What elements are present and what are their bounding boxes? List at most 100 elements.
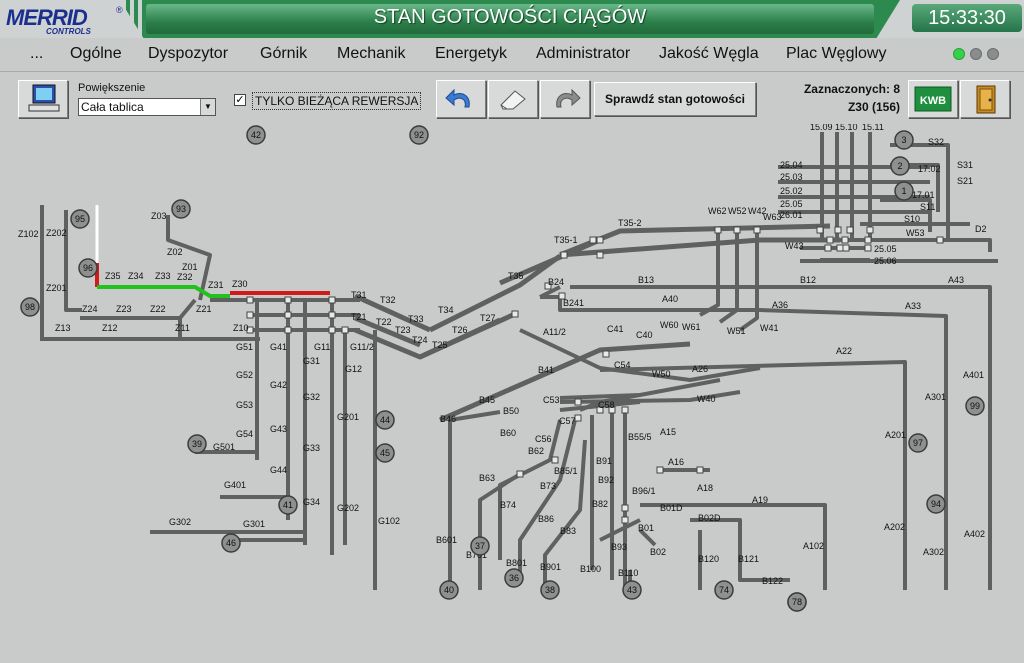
conveyor-active-green[interactable] — [97, 285, 230, 298]
conveyor-b86[interactable] — [518, 419, 577, 580]
conveyor-junction[interactable] — [574, 414, 582, 422]
conveyor-junction[interactable] — [824, 244, 832, 252]
conveyor-t26[interactable] — [418, 311, 517, 360]
numbered-node[interactable]: 40 — [439, 580, 459, 600]
conveyor-junction[interactable] — [246, 311, 254, 319]
numbered-node[interactable]: 39 — [187, 434, 207, 454]
numbered-node[interactable]: 45 — [375, 443, 395, 463]
menu-administrator[interactable]: Administrator — [536, 45, 631, 62]
conveyor-b24[interactable] — [539, 285, 561, 299]
numbered-node[interactable]: 1 — [894, 181, 914, 201]
workstation-button[interactable] — [18, 80, 68, 118]
conveyor-a43[interactable] — [570, 285, 992, 590]
zoom-select[interactable]: Cała tablica ▼ — [78, 98, 216, 116]
conveyor-t34[interactable] — [428, 253, 562, 333]
numbered-node[interactable]: 38 — [540, 580, 560, 600]
conveyor-w42[interactable] — [738, 230, 759, 332]
kwb-button[interactable]: KWB — [908, 80, 958, 118]
conveyor-b02[interactable] — [638, 528, 657, 547]
conveyor-junction[interactable] — [656, 466, 664, 474]
numbered-node[interactable]: 95 — [70, 209, 90, 229]
conveyor-junction[interactable] — [841, 236, 849, 244]
conveyor-junction[interactable] — [246, 326, 254, 334]
menu-energetyk[interactable]: Energetyk — [435, 45, 508, 62]
conveyor-junction[interactable] — [589, 236, 597, 244]
numbered-node[interactable]: 37 — [470, 536, 490, 556]
conveyor-c58[interactable] — [579, 393, 641, 412]
conveyor-junction[interactable] — [328, 326, 336, 334]
conveyor-t22[interactable] — [354, 315, 421, 348]
conveyor-b74[interactable] — [498, 419, 562, 560]
conveyor-junction[interactable] — [826, 236, 834, 244]
numbered-node[interactable]: 93 — [171, 199, 191, 219]
conveyor-junction[interactable] — [753, 226, 761, 234]
numbered-node[interactable]: 41 — [278, 495, 298, 515]
numbered-node[interactable]: 98 — [20, 297, 40, 317]
clear-button[interactable] — [488, 80, 538, 118]
conveyor-a22[interactable] — [599, 360, 907, 590]
numbered-node[interactable]: 44 — [375, 410, 395, 430]
conveyor-b46[interactable] — [448, 410, 501, 590]
redo-button[interactable] — [540, 80, 590, 118]
numbered-node[interactable]: 96 — [78, 258, 98, 278]
conveyor-junction[interactable] — [516, 470, 524, 478]
conveyor-t32[interactable] — [353, 293, 432, 333]
conveyor-junction[interactable] — [866, 226, 874, 234]
chevron-down-icon[interactable]: ▼ — [200, 99, 215, 115]
conveyor-junction[interactable] — [608, 406, 616, 414]
numbered-node[interactable]: 36 — [504, 568, 524, 588]
conveyor-junction[interactable] — [936, 236, 944, 244]
conveyor-a19[interactable] — [640, 503, 827, 590]
conveyor-b41[interactable] — [438, 341, 691, 423]
conveyor-junction[interactable] — [621, 406, 629, 414]
menu-plac-weglowy[interactable]: Plac Węglowy — [786, 45, 887, 62]
conveyor-junction[interactable] — [621, 516, 629, 524]
numbered-node[interactable]: 78 — [787, 592, 807, 612]
numbered-node[interactable]: 97 — [908, 433, 928, 453]
conveyor-b83[interactable] — [543, 439, 587, 590]
conveyor-junction[interactable] — [246, 296, 254, 304]
conveyor-junction[interactable] — [714, 226, 722, 234]
conveyor-junction[interactable] — [846, 226, 854, 234]
conveyor-c53[interactable] — [559, 400, 641, 412]
conveyor-junction[interactable] — [560, 251, 568, 259]
conveyor-junction[interactable] — [602, 350, 610, 358]
numbered-node[interactable]: 74 — [714, 580, 734, 600]
conveyor-b93[interactable] — [599, 518, 641, 542]
conveyor-junction[interactable] — [284, 311, 292, 319]
conveyor-junction[interactable] — [511, 310, 519, 318]
conveyor-junction[interactable] — [341, 326, 349, 334]
numbered-node[interactable]: 3 — [894, 130, 914, 150]
undo-button[interactable] — [436, 80, 486, 118]
numbered-node[interactable]: 99 — [965, 396, 985, 416]
menu-dyspozytor[interactable]: Dyspozytor — [148, 45, 229, 62]
menu-ogolne[interactable]: Ogólne — [70, 45, 122, 62]
check-readiness-button[interactable]: Sprawdź stan gotowości — [594, 82, 756, 116]
conveyor-junction[interactable] — [621, 504, 629, 512]
conveyor-junction[interactable] — [328, 296, 336, 304]
conveyor-junction[interactable] — [836, 244, 844, 252]
conveyor-junction[interactable] — [551, 456, 559, 464]
numbered-node[interactable]: 92 — [409, 125, 429, 145]
conveyor-b02d[interactable] — [690, 518, 790, 582]
menu-jakosc-wegla[interactable]: Jakość Węgla — [659, 45, 759, 62]
conveyor-junction[interactable] — [284, 296, 292, 304]
conveyor-a11-2[interactable] — [519, 328, 761, 382]
conveyor-junction[interactable] — [328, 311, 336, 319]
menu-mechanik[interactable]: Mechanik — [337, 45, 406, 62]
conveyor-junction[interactable] — [544, 282, 552, 290]
numbered-node[interactable]: 94 — [926, 494, 946, 514]
conveyor-junction[interactable] — [596, 236, 604, 244]
conveyor-junction[interactable] — [696, 466, 704, 474]
conveyor-junction[interactable] — [284, 326, 292, 334]
numbered-node[interactable]: 46 — [221, 533, 241, 553]
conveyor-junction[interactable] — [864, 244, 872, 252]
conveyor-d2[interactable] — [820, 238, 992, 252]
conveyor-junction[interactable] — [733, 226, 741, 234]
conveyor-junction[interactable] — [864, 236, 872, 244]
conveyor-s21[interactable] — [880, 198, 932, 232]
conveyor-z202[interactable] — [64, 210, 82, 312]
reversal-checkbox[interactable]: ✓ — [234, 94, 246, 106]
conveyor-junction[interactable] — [842, 244, 850, 252]
conveyor-a33[interactable] — [540, 295, 948, 590]
